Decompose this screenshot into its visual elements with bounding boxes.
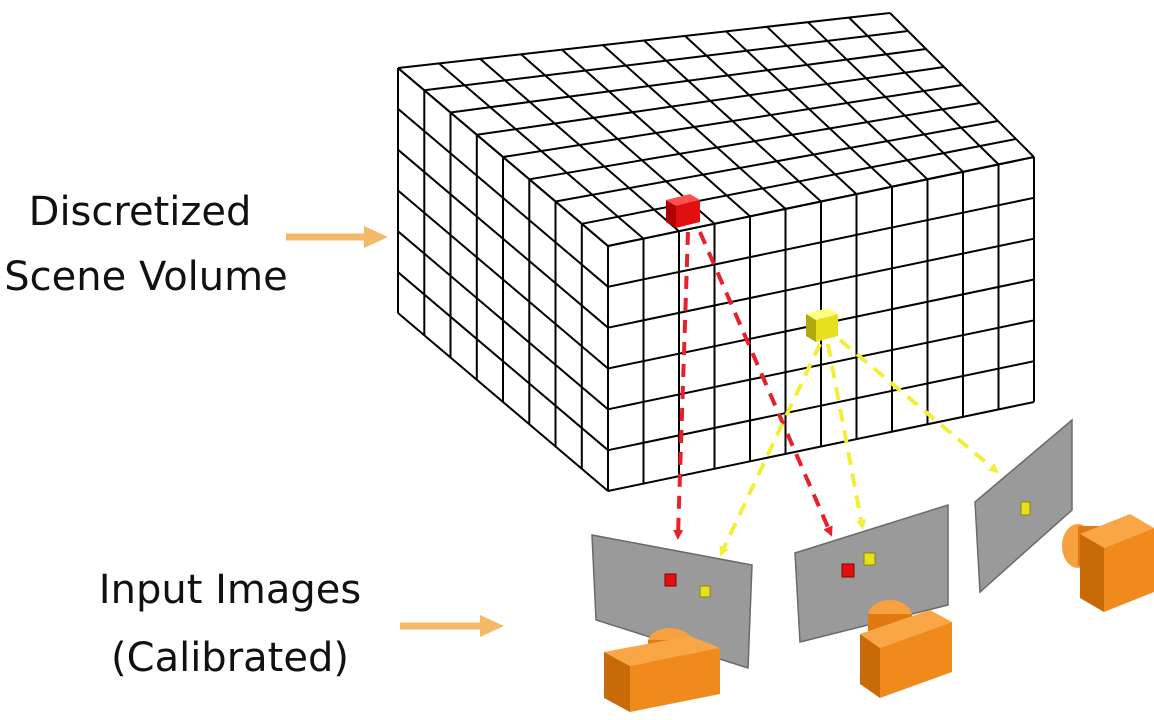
grid-line [397,148,609,329]
grid-line [502,84,963,158]
grid-line [397,108,609,288]
images-label-line1: Input Images [99,567,361,613]
grid-line [397,67,609,247]
grid-line [581,138,1017,225]
right-arrow-icon [286,226,388,248]
projected-yellow-pixel-3 [1020,501,1031,516]
right-arrow-icon [400,615,504,637]
grid-line [397,230,609,411]
yellow-ray-1 [719,343,822,557]
projected-yellow-pixel-1 [699,585,711,598]
yellow-ray-2 [826,343,866,530]
grid-line [607,196,1035,288]
grid-line [607,156,1035,247]
image-plane-1 [591,534,753,670]
grid-line [476,66,945,136]
camera-1 [591,534,753,712]
grid-line [424,30,909,92]
camera-icon [1062,514,1154,612]
images-label-line2: (Calibrated) [111,635,349,681]
grid-line [397,189,609,370]
red-voxel-icon [666,194,700,228]
grid-line [397,271,609,451]
voxel-grid-volume [397,12,1035,492]
yellow-ray-3 [838,338,999,474]
grid-line [397,312,609,492]
grid-line [397,12,891,69]
image-plane-2 [794,503,949,643]
camera-icon [604,628,720,712]
projected-red-pixel-2 [841,563,855,578]
projected-yellow-pixel-2 [863,552,876,566]
projection-rays [673,231,999,557]
grid-line [555,120,999,203]
red-ray-2 [698,231,833,537]
volume-label-line2: Scene Volume [4,254,287,300]
red-ray-1 [673,231,690,540]
camera-3 [974,418,1154,612]
yellow-voxel-icon [806,308,838,342]
grid-line [607,319,1035,411]
grid-line [607,360,1035,452]
grid-top-face [398,13,1034,246]
grid-line [529,102,981,181]
projected-red-pixel-1 [664,573,677,587]
volume-label-line1: Discretized [29,189,252,235]
grid-line [450,48,927,114]
grid-line [607,237,1035,329]
camera-2 [794,503,952,698]
camera-icon [860,600,952,698]
